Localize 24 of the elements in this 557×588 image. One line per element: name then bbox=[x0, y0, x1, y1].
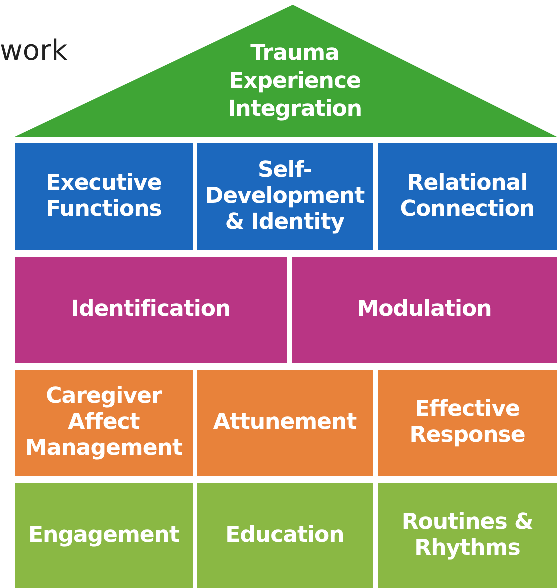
block-label: Relational Connection bbox=[399, 170, 536, 222]
block-label: Executive Functions bbox=[45, 170, 163, 222]
block-label: Caregiver Affect Management bbox=[24, 384, 184, 462]
pillar-block bbox=[292, 257, 557, 363]
block-label: Attunement bbox=[213, 410, 357, 436]
pillar-block bbox=[15, 257, 287, 363]
pillar-block bbox=[378, 483, 557, 588]
block-label: Identification bbox=[71, 297, 231, 323]
pillar-block bbox=[197, 483, 373, 588]
block-label: Routines & Rhythms bbox=[400, 510, 534, 562]
block-label: Effective Response bbox=[408, 397, 526, 449]
heading-fragment: work bbox=[0, 34, 68, 67]
roof-label: Trauma Experience Integration bbox=[226, 40, 364, 124]
pillar-block bbox=[15, 143, 193, 250]
pillar-block bbox=[197, 370, 373, 476]
pillar-block bbox=[378, 143, 557, 250]
pillar-block bbox=[15, 483, 193, 588]
block-label: Engagement bbox=[28, 522, 180, 548]
block-label: Education bbox=[226, 522, 344, 548]
block-label: Self-Development & Identity bbox=[204, 158, 366, 236]
block-label: Modulation bbox=[357, 297, 492, 323]
pillar-block bbox=[15, 370, 193, 476]
pillar-block bbox=[378, 370, 557, 476]
pillar-block bbox=[197, 143, 373, 250]
